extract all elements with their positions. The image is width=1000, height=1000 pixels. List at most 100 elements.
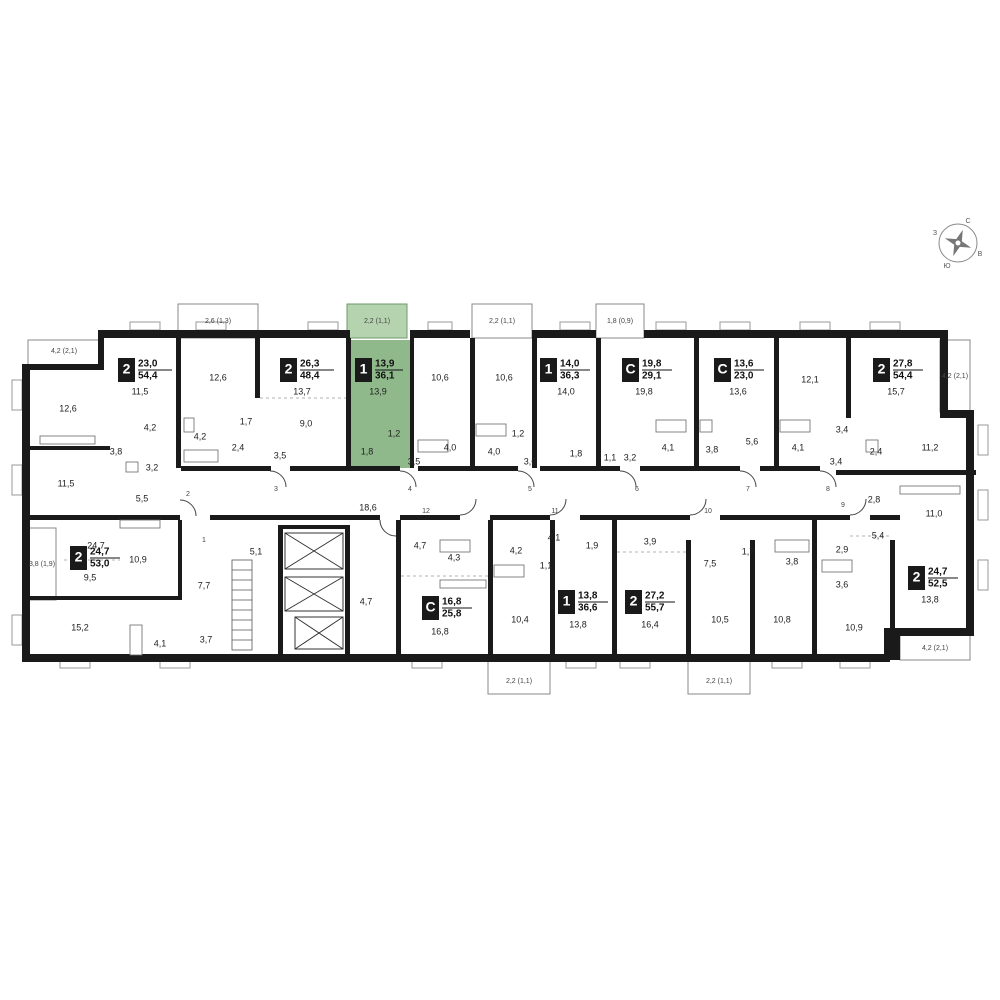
- svg-text:4,1: 4,1: [154, 638, 167, 648]
- svg-text:2,2 (1,1): 2,2 (1,1): [506, 678, 532, 685]
- apartment-badge-a9[interactable]: С 16,8 25,8: [422, 596, 472, 620]
- svg-text:16,8: 16,8: [431, 626, 449, 636]
- svg-text:13,7: 13,7: [293, 386, 311, 396]
- apartment-badge-a12[interactable]: 2 24,7 52,5: [908, 566, 958, 590]
- svg-text:29,1: 29,1: [642, 371, 662, 382]
- svg-text:16,8: 16,8: [442, 597, 462, 608]
- svg-text:3,6: 3,6: [836, 579, 849, 589]
- svg-text:24,7: 24,7: [87, 540, 105, 550]
- apartment-badge-a8[interactable]: 2 24,7 53,0: [70, 546, 120, 570]
- svg-text:10,5: 10,5: [711, 614, 729, 624]
- svg-text:1,7: 1,7: [240, 416, 253, 426]
- svg-text:10,9: 10,9: [845, 622, 863, 632]
- svg-text:3,5: 3,5: [408, 456, 421, 466]
- svg-text:3,8 (1,9): 3,8 (1,9): [29, 561, 55, 568]
- svg-text:5,6: 5,6: [746, 436, 759, 446]
- svg-text:54,4: 54,4: [138, 371, 158, 382]
- svg-text:14,0: 14,0: [557, 386, 575, 396]
- svg-text:5,4: 5,4: [872, 530, 885, 540]
- compass-west: З: [933, 230, 937, 237]
- svg-text:2: 2: [913, 569, 921, 585]
- svg-text:24,7: 24,7: [90, 547, 110, 558]
- svg-text:4,2: 4,2: [194, 431, 207, 441]
- balcony-labels: 2,6 (1,3) 2,2 (1,1) 2,2 (1,1) 1,8 (0,9) …: [29, 318, 968, 685]
- svg-text:2: 2: [123, 361, 131, 377]
- svg-text:3,2: 3,2: [624, 452, 637, 462]
- svg-text:1,9: 1,9: [586, 540, 599, 550]
- svg-text:9,5: 9,5: [84, 572, 97, 582]
- svg-text:3,4: 3,4: [836, 424, 849, 434]
- svg-text:4,3: 4,3: [448, 552, 461, 562]
- svg-text:13,9: 13,9: [369, 386, 387, 396]
- svg-text:1,7: 1,7: [742, 546, 755, 556]
- svg-text:4,1: 4,1: [548, 532, 561, 542]
- apartment-badge-a5[interactable]: С 19,8 29,1: [622, 358, 672, 382]
- svg-text:5: 5: [528, 486, 532, 493]
- balcony-4: [595, 303, 645, 339]
- apartment-badges: 2 23,0 54,4 2 26,3 48,4 1 13,9 36,1 1 14…: [70, 358, 958, 620]
- svg-text:3,6: 3,6: [524, 456, 537, 466]
- bathroom-fixtures: [39, 417, 961, 656]
- svg-text:2,2 (1,1): 2,2 (1,1): [706, 678, 732, 685]
- svg-text:23,0: 23,0: [138, 359, 158, 370]
- svg-text:36,6: 36,6: [578, 603, 598, 614]
- svg-text:13,6: 13,6: [729, 386, 747, 396]
- door-numbers: 1 2 3 4 5 6 7 8 9 10 11 12: [186, 486, 845, 544]
- svg-text:4,2: 4,2: [510, 545, 523, 555]
- svg-text:11,5: 11,5: [58, 478, 75, 488]
- apartment-badge-a2[interactable]: 2 26,3 48,4: [280, 358, 334, 382]
- svg-text:2: 2: [878, 361, 886, 377]
- svg-text:2,2 (1,1): 2,2 (1,1): [489, 318, 515, 325]
- svg-text:53,0: 53,0: [90, 559, 110, 570]
- svg-text:2,9: 2,9: [836, 544, 849, 554]
- svg-text:2,6 (1,3): 2,6 (1,3): [205, 318, 231, 325]
- svg-text:3,2: 3,2: [146, 462, 159, 472]
- svg-text:24,7: 24,7: [928, 567, 948, 578]
- compass-east: В: [978, 251, 983, 258]
- svg-text:27,2: 27,2: [645, 591, 665, 602]
- svg-text:36,3: 36,3: [560, 371, 580, 382]
- svg-text:1: 1: [545, 361, 553, 377]
- svg-text:15,7: 15,7: [887, 386, 905, 396]
- balcony-2: [346, 303, 408, 339]
- svg-text:5,5: 5,5: [136, 493, 149, 503]
- elevator-shafts: [284, 532, 344, 650]
- balcony-3: [471, 303, 533, 339]
- apartment-badge-a1[interactable]: 2 23,0 54,4: [118, 358, 172, 382]
- svg-text:25,8: 25,8: [442, 609, 462, 620]
- apartment-badge-a10[interactable]: 1 13,8 36,6: [558, 590, 608, 614]
- apartment-badge-a4[interactable]: 1 14,0 36,3: [540, 358, 590, 382]
- apartment-badge-a11[interactable]: 2 27,2 55,7: [625, 590, 675, 614]
- outer-walls: [22, 330, 974, 662]
- svg-text:4,2 (2,1): 4,2 (2,1): [942, 373, 968, 380]
- svg-text:4,2: 4,2: [144, 422, 157, 432]
- svg-text:48,4: 48,4: [300, 371, 320, 382]
- svg-text:4: 4: [408, 486, 412, 493]
- svg-text:4,0: 4,0: [444, 442, 457, 452]
- svg-text:14,0: 14,0: [560, 359, 580, 370]
- svg-text:1,8: 1,8: [361, 446, 374, 456]
- svg-text:54,4: 54,4: [893, 371, 913, 382]
- apartment-badge-a3[interactable]: 1 13,9 36,1: [355, 358, 403, 382]
- svg-text:4,0: 4,0: [488, 446, 501, 456]
- svg-text:12,6: 12,6: [59, 403, 77, 413]
- svg-text:3: 3: [274, 486, 278, 493]
- svg-text:11: 11: [551, 508, 558, 515]
- svg-text:4,1: 4,1: [662, 442, 675, 452]
- svg-text:3,9: 3,9: [644, 536, 657, 546]
- apartment-badge-a6[interactable]: С 13,6 23,0: [714, 358, 764, 382]
- svg-text:10,6: 10,6: [495, 372, 513, 382]
- svg-text:2: 2: [285, 361, 293, 377]
- apartment-badge-a7[interactable]: 2 27,8 54,4: [873, 358, 923, 382]
- svg-text:4,1: 4,1: [792, 442, 805, 452]
- svg-text:18,6: 18,6: [359, 502, 377, 512]
- svg-text:2: 2: [630, 593, 638, 609]
- svg-text:23,0: 23,0: [734, 371, 754, 382]
- svg-text:10,6: 10,6: [431, 372, 449, 382]
- svg-text:4,2 (2,1): 4,2 (2,1): [922, 645, 948, 652]
- svg-text:1,2: 1,2: [388, 428, 401, 438]
- svg-text:7: 7: [746, 486, 750, 493]
- compass-south: Ю: [943, 263, 950, 270]
- svg-text:С: С: [625, 361, 635, 377]
- svg-text:1,8: 1,8: [570, 448, 583, 458]
